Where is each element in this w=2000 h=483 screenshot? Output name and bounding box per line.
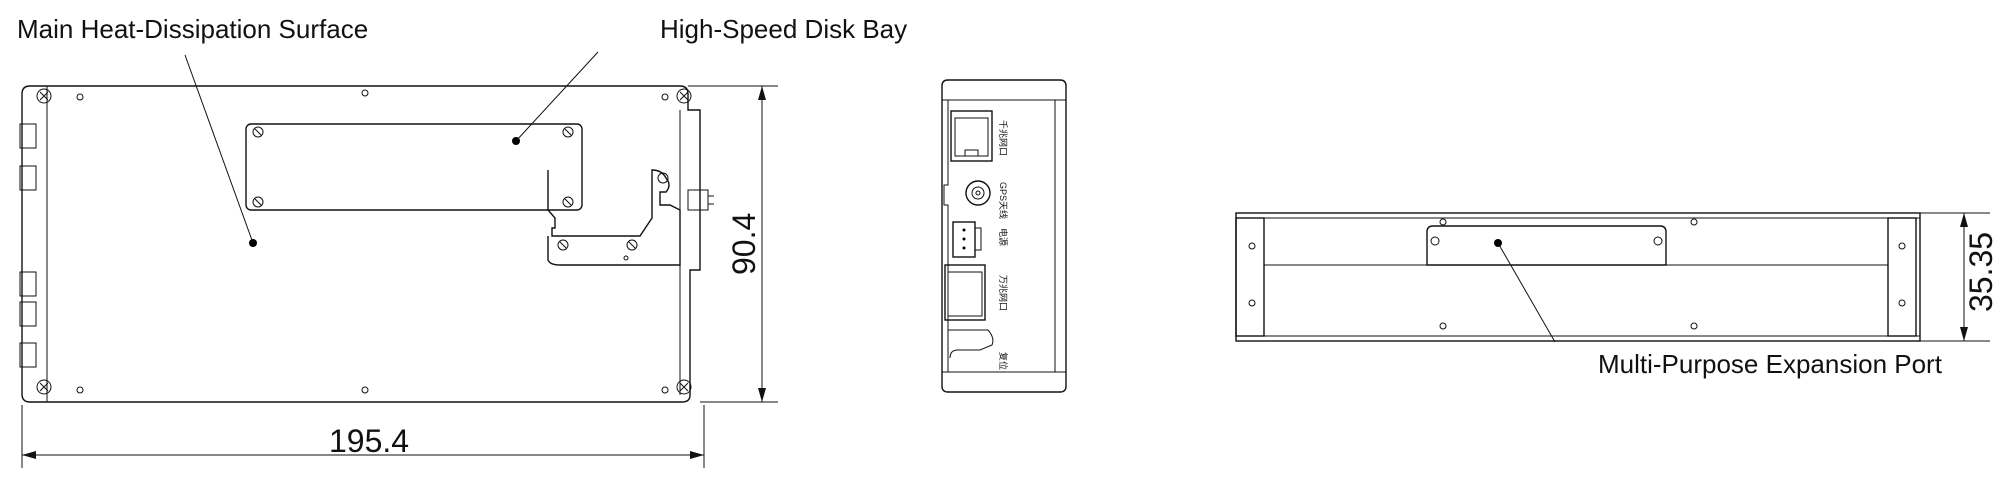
side-connector	[19, 301, 37, 327]
thickness-value: 35.35	[1963, 232, 1999, 312]
thickness-dimension	[1920, 212, 1990, 342]
ten-gig-port-label: 万兆网口	[998, 275, 1008, 311]
corner-screw	[676, 379, 692, 395]
heat-surface-leader	[184, 54, 254, 244]
side-view-outline	[1235, 212, 1921, 342]
heat-surface-callout: Main Heat-Dissipation Surface	[17, 14, 368, 44]
side-connector	[19, 123, 37, 149]
reset-label: 复位	[998, 352, 1009, 370]
disk-bay-cover	[245, 123, 583, 211]
side-connector	[19, 271, 37, 297]
top-view-outline	[21, 85, 701, 403]
corner-screw	[36, 88, 52, 104]
side-connector	[19, 165, 37, 191]
corner-screw	[36, 379, 52, 395]
gps-antenna-label: GPS天线	[998, 182, 1009, 219]
expansion-port-cover	[1426, 225, 1667, 266]
antenna-connector	[687, 189, 709, 211]
width-value: 195.4	[329, 423, 409, 459]
side-connector	[19, 342, 37, 368]
disk-bay-callout: High-Speed Disk Bay	[660, 14, 907, 44]
gps-antenna-connector	[965, 180, 991, 206]
front-view-outline	[941, 79, 1067, 393]
expansion-port-leader	[1497, 242, 1556, 343]
expansion-port-callout: Multi-Purpose Expansion Port	[1598, 349, 1943, 379]
side-view	[1235, 212, 1921, 343]
end-plate	[1235, 217, 1265, 337]
gigabit-ethernet-port	[950, 110, 993, 162]
gigabit-port-label: 千兆网口	[998, 120, 1008, 156]
end-plate	[1887, 217, 1917, 337]
disk-bay-leader	[515, 51, 599, 142]
front-view: 千兆网口 GPS天线 电源 万兆网口 复位	[941, 79, 1067, 393]
width-dimension	[21, 405, 705, 468]
height-dimension	[688, 85, 778, 403]
corner-screw	[676, 88, 692, 104]
power-label: 电源	[998, 228, 1009, 246]
reset-button	[948, 329, 994, 359]
ten-gig-port	[944, 264, 986, 321]
height-value: 90.4	[726, 213, 762, 275]
power-connector	[952, 221, 982, 258]
antenna-bracket	[547, 169, 681, 266]
top-view	[19, 51, 714, 403]
